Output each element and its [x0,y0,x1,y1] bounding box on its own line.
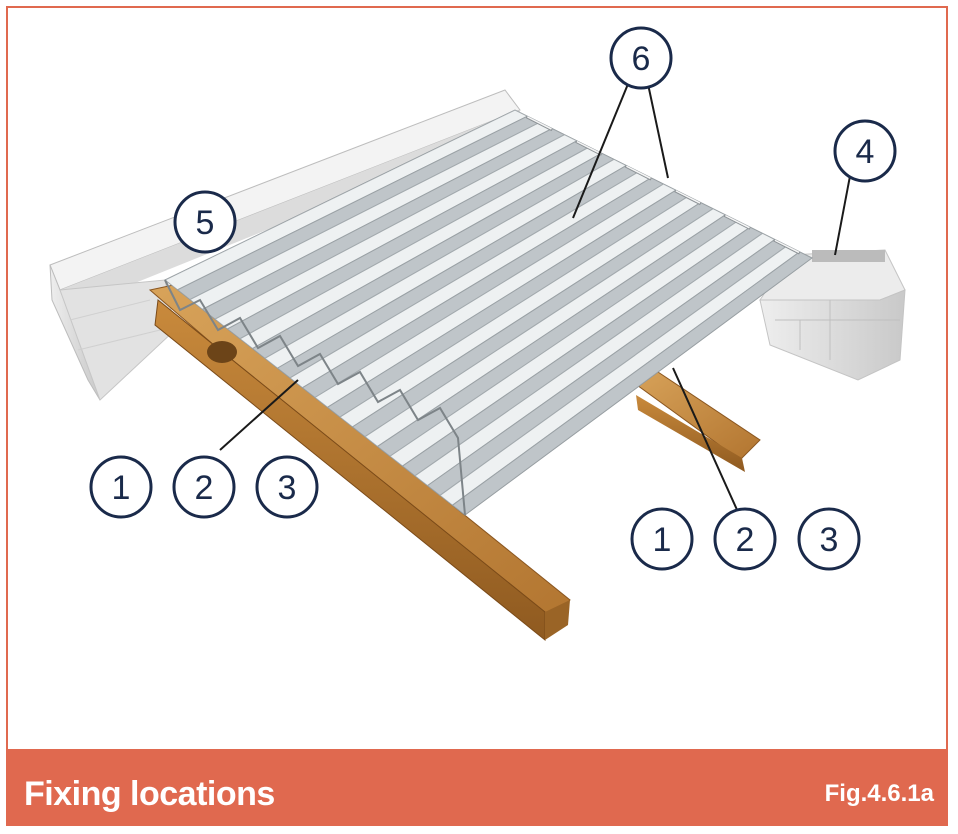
callout-4-label: 4 [856,133,875,171]
callout-6-label: 6 [632,40,651,78]
callout-3-left-label: 3 [278,469,297,507]
callout-5: 5 [173,190,237,254]
callout-4: 4 [833,119,897,183]
callout-1-left: 1 [89,455,153,519]
deck-trough [451,251,812,515]
callout-6: 6 [609,26,673,90]
callout-2-right: 2 [713,507,777,571]
leader-lines [219,83,851,513]
caption-bar: Fixing locations Fig.4.6.1a [6,749,948,826]
callout-3-right: 3 [797,507,861,571]
left-masonry-wall [49,89,521,401]
callout-2-left: 2 [172,455,236,519]
callout-5-label: 5 [196,204,215,242]
callout-1-left-label: 1 [112,469,131,507]
figure-title: Fixing locations [24,775,275,813]
callout-1-right: 1 [630,507,694,571]
figure-number: Fig.4.6.1a [824,780,934,807]
callout-2-left-label: 2 [195,469,214,507]
rear-steel-beam [628,369,761,472]
front-steel-beam [148,283,571,642]
callout-1-right-label: 1 [653,521,672,559]
callout-3-left: 3 [255,455,319,519]
callout-2-right-label: 2 [736,521,755,559]
metal-deck [164,109,813,516]
callout-3-right-label: 3 [820,521,839,559]
